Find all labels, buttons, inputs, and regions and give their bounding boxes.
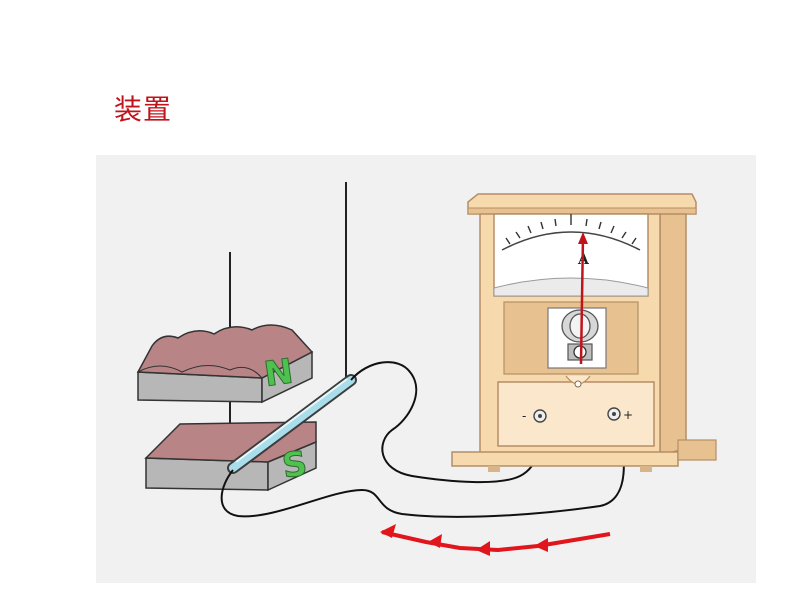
magnet-north-block [136,324,314,404]
negative-terminal-label: - [522,409,526,423]
page-title: 装置 [114,93,173,126]
north-pole-label: N [262,351,296,395]
current-direction-arrows [380,524,611,556]
ammeter: A - + [451,193,717,472]
lead-wire-negative [350,361,542,484]
lead-wire-positive [220,415,625,518]
positive-terminal [607,407,621,421]
dial-ticks [505,214,637,245]
south-pole-label: S [280,444,310,487]
conductor-rod [227,374,357,474]
meter-needle [579,235,585,365]
positive-terminal-label: + [623,408,633,422]
negative-terminal [533,409,547,423]
